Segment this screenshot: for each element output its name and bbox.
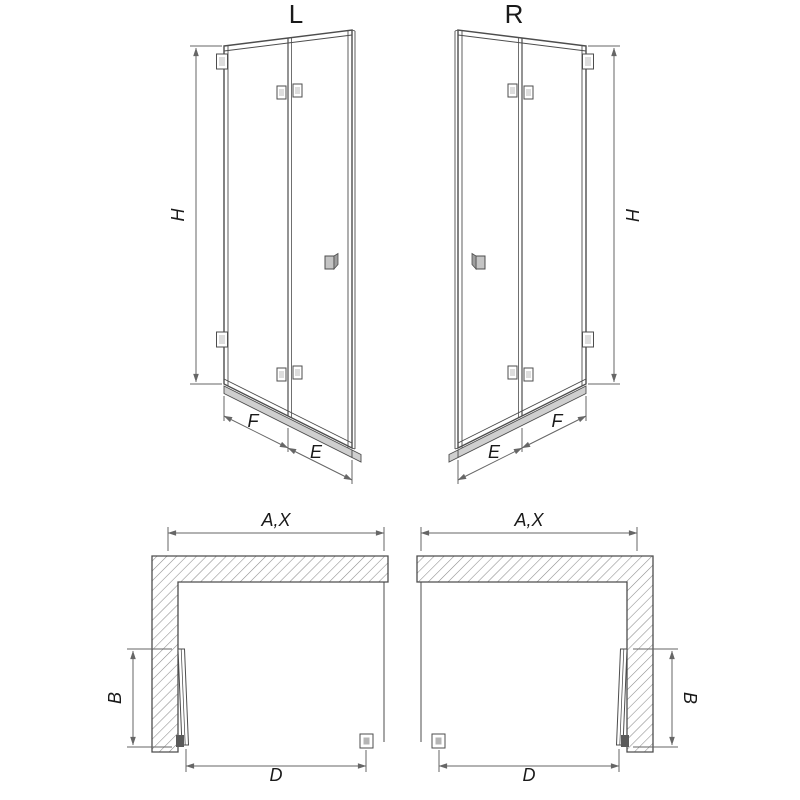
dimension-width [420,527,638,551]
plan-drawing-left [127,527,389,772]
folded-door-plan [615,648,629,747]
door-panels [223,29,356,450]
dim-label-opening-plan-right: D [523,765,536,785]
variant-label-right: R [505,0,524,29]
elevation-drawing-right [449,30,620,484]
wall-hinges [216,53,228,348]
labels: L R H H F E E F A,X A,X B B D D [105,0,700,785]
wall-profile-block [431,733,446,749]
folded-door-plan [176,648,190,747]
dim-label-height-left: H [168,208,188,222]
dim-label-opening-plan-left: D [270,765,283,785]
dim-label-depth-plan-right: B [680,692,700,704]
fold-hinges [276,83,303,382]
elevation-drawing-left [190,29,362,484]
dim-label-e-left: E [310,442,323,462]
dimension-depth [127,648,172,748]
dim-label-e-right: E [488,442,501,462]
dimension-opening [185,749,367,772]
walls-hatched [151,555,389,753]
dim-label-height-right: H [622,209,642,223]
dimension-depth [633,648,678,748]
dimension-opening [438,749,620,772]
width-dimensions [223,396,353,484]
dim-label-f-right: F [552,411,564,431]
wall-profile-block [359,733,374,749]
plan-drawing-right [416,527,678,772]
dim-label-depth-plan-left: B [105,692,125,704]
walls-hatched [416,555,654,753]
dim-label-width-plan-left: A,X [260,510,291,530]
dimension-width [167,527,385,551]
dim-label-f-left: F [248,411,260,431]
dim-label-width-plan-right: A,X [513,510,544,530]
variant-label-left: L [289,0,303,29]
door-handle [324,252,339,271]
height-dimension [190,45,222,385]
